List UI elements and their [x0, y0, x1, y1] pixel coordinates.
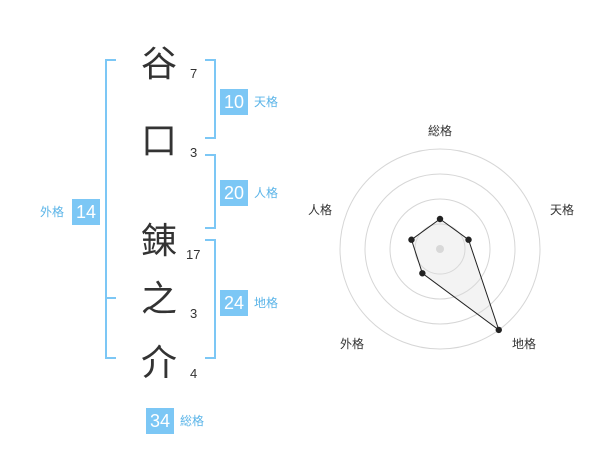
radar-axis-label-soukaku: 総格 [428, 124, 453, 138]
jinkaku-value-badge: 20 [220, 180, 248, 206]
radar-ring-4 [339, 148, 541, 350]
tenkaku-label: 天格 [254, 95, 279, 109]
radar-data-point-1 [465, 236, 472, 243]
stroke-count-2: 3 [190, 145, 198, 160]
name-char-3: 錬 [140, 221, 177, 262]
name-char-5: 介 [140, 343, 177, 384]
radar-center-dot [436, 245, 444, 253]
soukaku-label: 総格 [180, 414, 205, 428]
jinkaku-bracket [205, 154, 216, 229]
chikaku-value-badge: 24 [220, 290, 248, 316]
chikaku-bracket [205, 239, 216, 359]
jinkaku-label: 人格 [254, 186, 279, 200]
gaikaku-bracket [105, 59, 116, 359]
radar-ring-2 [389, 198, 491, 300]
radar-axis-label-jinkaku: 人格 [308, 203, 333, 217]
stroke-count-3: 17 [186, 247, 201, 262]
gaikaku-value-badge: 14 [72, 199, 100, 225]
radar-data-point-2 [495, 326, 502, 334]
radar-ring-3 [364, 173, 516, 325]
radar-data-point-4 [408, 236, 415, 243]
radar-data-point-3 [419, 270, 426, 277]
tenkaku-value-badge: 10 [220, 89, 248, 115]
radar-axis-label-gaikaku: 外格 [340, 337, 365, 351]
name-char-2: 口 [140, 121, 177, 162]
gaikaku-label: 外格 [40, 205, 65, 219]
name-char-4: 之 [140, 279, 177, 320]
radar-data-polygon [410, 218, 500, 332]
name-char-1: 谷 [140, 44, 177, 85]
chikaku-label: 地格 [254, 296, 279, 310]
tenkaku-bracket [205, 59, 216, 139]
soukaku-value-badge: 34 [146, 408, 174, 434]
radar-axis-label-chikaku: 地格 [512, 337, 537, 351]
stroke-count-5: 4 [190, 366, 198, 381]
stroke-count-4: 3 [190, 306, 198, 321]
stroke-count-1: 7 [190, 66, 198, 81]
radar-data-point-0 [436, 215, 444, 223]
radar-axis-label-tenkaku: 天格 [550, 203, 575, 217]
